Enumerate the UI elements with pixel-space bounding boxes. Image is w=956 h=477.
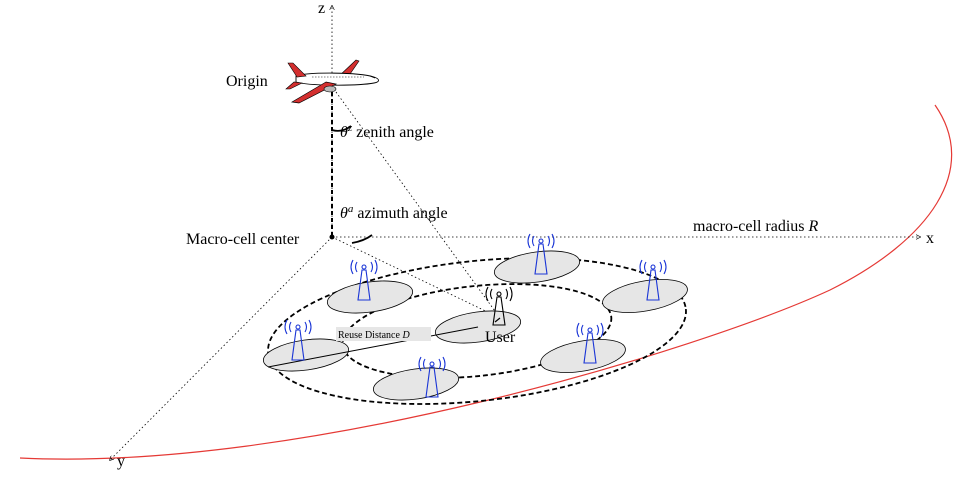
small-cells: [262, 250, 688, 401]
antenna-icon: [576, 322, 604, 364]
macro-cell-boundary: [19, 104, 953, 460]
y-axis: [110, 236, 333, 460]
small-cell: [372, 367, 460, 401]
y-axis-label: y: [117, 453, 125, 470]
radius-label: macro-cell radius R: [693, 218, 819, 235]
macro-center-point: [329, 234, 335, 240]
user-pointer: [494, 317, 501, 323]
ground-projection: [331, 236, 501, 319]
zenith-angle-arc: [331, 125, 352, 132]
antenna-icon: [639, 259, 667, 301]
airplane-icon: [285, 59, 379, 104]
small-cell: [493, 250, 581, 284]
antenna-icon: [418, 356, 446, 398]
line-of-sight: [335, 91, 501, 319]
origin-label: Origin: [226, 73, 268, 90]
x-axis-label: x: [926, 230, 934, 247]
small-cell: [602, 279, 688, 313]
macro-center-label: Macro-cell center: [186, 231, 300, 248]
antenna-icon: [350, 259, 378, 301]
azimuth-angle-arc: [351, 234, 373, 244]
reuse-distance-label: Reuse Distance D: [338, 330, 410, 341]
user-label: User: [485, 329, 516, 346]
azimuth-angle-label: θa azimuth angle: [340, 203, 448, 222]
z-axis-label: z: [318, 0, 325, 17]
antenna-icons: [284, 233, 667, 398]
antenna-icon: [284, 319, 312, 361]
small-cell: [262, 338, 350, 372]
zenith-angle-label: θz zenith angle: [340, 122, 434, 141]
serving-antenna-icon: [485, 286, 513, 326]
reuse-label-bg: [336, 327, 431, 341]
small-cell: [540, 339, 626, 373]
antenna-icon: [527, 233, 555, 275]
